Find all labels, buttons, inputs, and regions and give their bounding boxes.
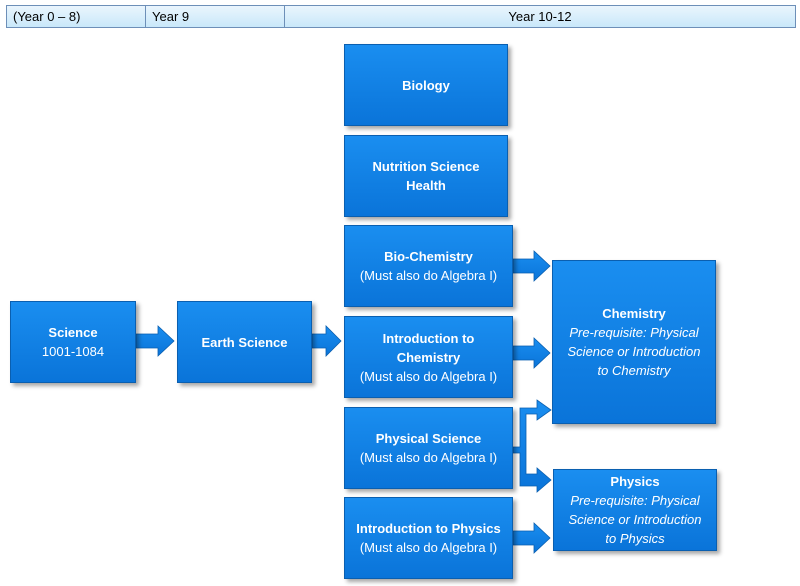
nutrition-line2: Health xyxy=(406,178,446,193)
header-year-0-8: (Year 0 – 8) xyxy=(7,6,146,27)
physics-prereq-2: Science or Introduction xyxy=(568,512,702,527)
arrow-biochem-to-chemistry xyxy=(512,250,551,282)
box-bio-chemistry: Bio-Chemistry (Must also do Algebra I) xyxy=(344,225,513,307)
box-science: Science 1001-1084 xyxy=(10,301,136,383)
box-earth-science: Earth Science xyxy=(177,301,312,383)
introphys-title: Introduction to Physics xyxy=(356,521,501,536)
arrow-introchem-to-chemistry xyxy=(512,337,551,369)
biochem-title: Bio-Chemistry xyxy=(384,249,473,264)
arrow-science-to-earth xyxy=(135,325,175,357)
arrow-introphys-to-physics xyxy=(512,522,551,554)
chemistry-title: Chemistry xyxy=(602,306,666,321)
box-intro-chemistry: Introduction to Chemistry (Must also do … xyxy=(344,316,513,398)
nutrition-line1: Nutrition Science xyxy=(372,159,480,174)
earth-science-title: Earth Science xyxy=(201,334,288,350)
chemistry-prereq-2: Science or Introduction xyxy=(567,344,701,359)
introchem-line2: Chemistry xyxy=(396,349,461,365)
year-header: (Year 0 – 8) Year 9 Year 10-12 xyxy=(6,5,796,28)
introchem-note: (Must also do Algebra I) xyxy=(359,368,498,384)
box-biology: Biology xyxy=(344,44,508,126)
science-title: Science xyxy=(48,325,98,340)
physsci-title: Physical Science xyxy=(375,431,482,446)
box-intro-physics: Introduction to Physics (Must also do Al… xyxy=(344,497,513,579)
chemistry-prereq-3: to Chemistry xyxy=(597,363,671,378)
arrow-earth-to-courses xyxy=(311,325,342,357)
box-physical-science: Physical Science (Must also do Algebra I… xyxy=(344,407,513,489)
science-code: 1001-1084 xyxy=(41,344,105,359)
box-physics: Physics Pre-requisite: Physical Science … xyxy=(553,469,717,551)
physics-prereq-3: to Physics xyxy=(605,531,665,546)
box-chemistry: Chemistry Pre-requisite: Physical Scienc… xyxy=(552,260,716,424)
physics-prereq-1: Pre-requisite: Physical xyxy=(570,493,700,508)
header-year-9: Year 9 xyxy=(146,6,285,27)
arrow-physsci-fork xyxy=(512,399,552,493)
chemistry-prereq-1: Pre-requisite: Physical xyxy=(569,325,699,340)
introchem-line1: Introduction to xyxy=(382,330,475,346)
box-nutrition-health: Nutrition Science Health xyxy=(344,135,508,217)
physics-title: Physics xyxy=(610,474,660,489)
header-year-10-12: Year 10-12 xyxy=(508,9,572,24)
introphys-note: (Must also do Algebra I) xyxy=(359,540,498,555)
biology-title: Biology xyxy=(402,77,450,93)
physsci-note: (Must also do Algebra I) xyxy=(359,450,498,465)
biochem-note: (Must also do Algebra I) xyxy=(359,268,498,283)
